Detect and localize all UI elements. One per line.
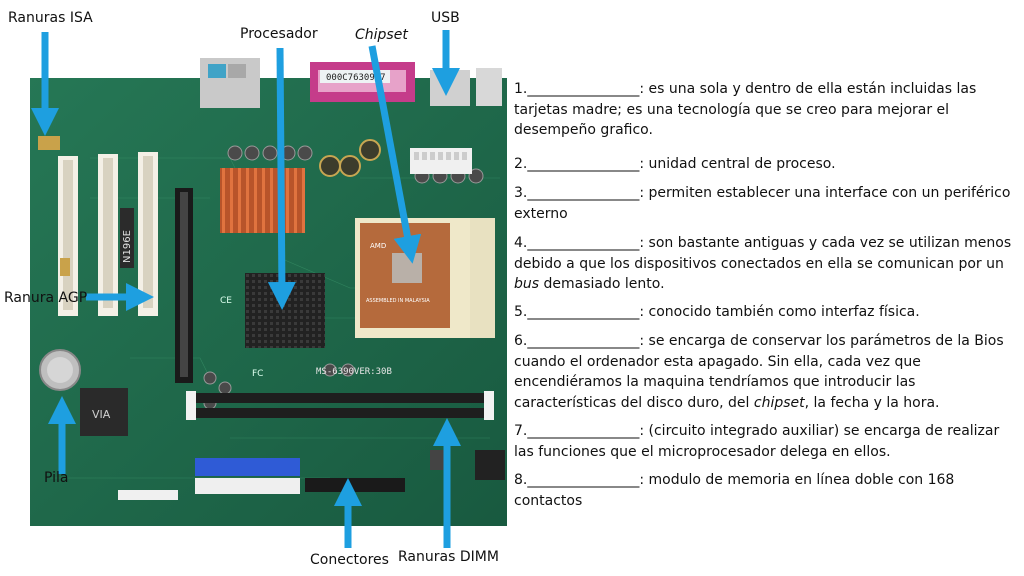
- motherboard-image: 000C76309C7 N196E AMD ASSEMBLED IN MAL: [30, 58, 507, 526]
- item-text: : (circuito integrado auxiliar) se encar…: [514, 423, 1000, 460]
- item-text: demasiado lento.: [539, 276, 665, 292]
- ide-connector-white: [195, 478, 300, 494]
- ce-mark: CE: [220, 296, 232, 306]
- label-conectores: Conectores: [310, 552, 389, 568]
- answer-blank: ________________: [527, 81, 640, 97]
- question-item-6: 6.________________: se encarga de conser…: [514, 331, 1014, 413]
- answer-blank: ________________: [527, 185, 640, 201]
- chip-mark: N196E: [122, 230, 133, 263]
- answer-blank: ________________: [527, 156, 640, 172]
- item-text-italic: bus: [514, 276, 540, 292]
- item-num: 2.: [514, 156, 528, 172]
- item-text: , la fecha y la hora.: [804, 394, 940, 411]
- copper-heatsink: [220, 168, 305, 233]
- label-ranuras-isa: Ranuras ISA: [8, 10, 93, 26]
- cpu-text: ASSEMBLED IN MALAYSIA: [366, 298, 430, 304]
- dimm-slots: [186, 391, 494, 420]
- answer-blank: ________________: [527, 423, 640, 439]
- question-item-1: 1.________________: es una sola y dentro…: [514, 79, 1014, 141]
- label-usb: USB: [431, 10, 460, 26]
- item-num: 5.: [514, 304, 528, 320]
- fc-mark: FC: [252, 369, 263, 379]
- label-ranura-agp: Ranura AGP: [4, 290, 88, 306]
- answer-blank: ________________: [527, 235, 640, 251]
- item-text: : es una sola y dentro de ella están inc…: [514, 81, 977, 138]
- via-logo-text: VIA: [92, 408, 111, 421]
- answer-blank: ________________: [527, 472, 640, 488]
- question-item-8: 8.________________: modulo de memoria en…: [514, 470, 1014, 511]
- item-num: 1.: [514, 81, 528, 97]
- label-procesador: Procesador: [240, 26, 318, 42]
- item-text: : unidad central de proceso.: [639, 156, 836, 172]
- label-ranuras-dimm: Ranuras DIMM: [398, 549, 499, 565]
- serial-sticker-text: 000C76309C7: [326, 73, 386, 83]
- answer-blank: ________________: [527, 333, 640, 349]
- answer-blank: ________________: [527, 304, 640, 320]
- floppy-connector: [305, 478, 405, 492]
- label-chipset: Chipset: [355, 27, 408, 43]
- item-num: 7.: [514, 423, 528, 439]
- item-text: : conocido también como interfaz física.: [639, 304, 920, 320]
- question-item-7: 7.________________: (circuito integrado …: [514, 421, 1014, 462]
- atx-power: [410, 148, 472, 174]
- cpu-brand-text: AMD: [370, 242, 386, 250]
- motherboard-drawing: 000C76309C7 N196E AMD ASSEMBLED IN MAL: [30, 58, 507, 526]
- ide-connector-blue: [195, 458, 300, 476]
- item-num: 6.: [514, 333, 528, 349]
- question-item-2: 2.________________: unidad central de pr…: [514, 154, 1014, 175]
- item-num: 8.: [514, 472, 528, 488]
- question-item-3: 3.________________: permiten establecer …: [514, 183, 1014, 224]
- item-text: : modulo de memoria en línea doble con 1…: [514, 472, 955, 509]
- via-chip: [80, 388, 128, 436]
- item-text: : se encarga de conservar los parámetros…: [514, 333, 1004, 411]
- question-item-4: 4.________________: son bastante antigua…: [514, 233, 1014, 295]
- question-item-5: 5.________________: conocido también com…: [514, 302, 1014, 323]
- item-text-italic: chipset: [753, 394, 805, 411]
- item-text: : permiten establecer una interface con …: [514, 185, 1011, 222]
- item-num: 4.: [514, 235, 528, 251]
- label-pila: Pila: [44, 470, 69, 486]
- usb-port-block: [430, 70, 470, 106]
- black-heatsink: [245, 273, 325, 348]
- item-text: : son bastante antiguas y cada vez se ut…: [514, 235, 1012, 272]
- board-model-text: MS-6390VER:30B: [316, 367, 392, 377]
- item-num: 3.: [514, 185, 528, 201]
